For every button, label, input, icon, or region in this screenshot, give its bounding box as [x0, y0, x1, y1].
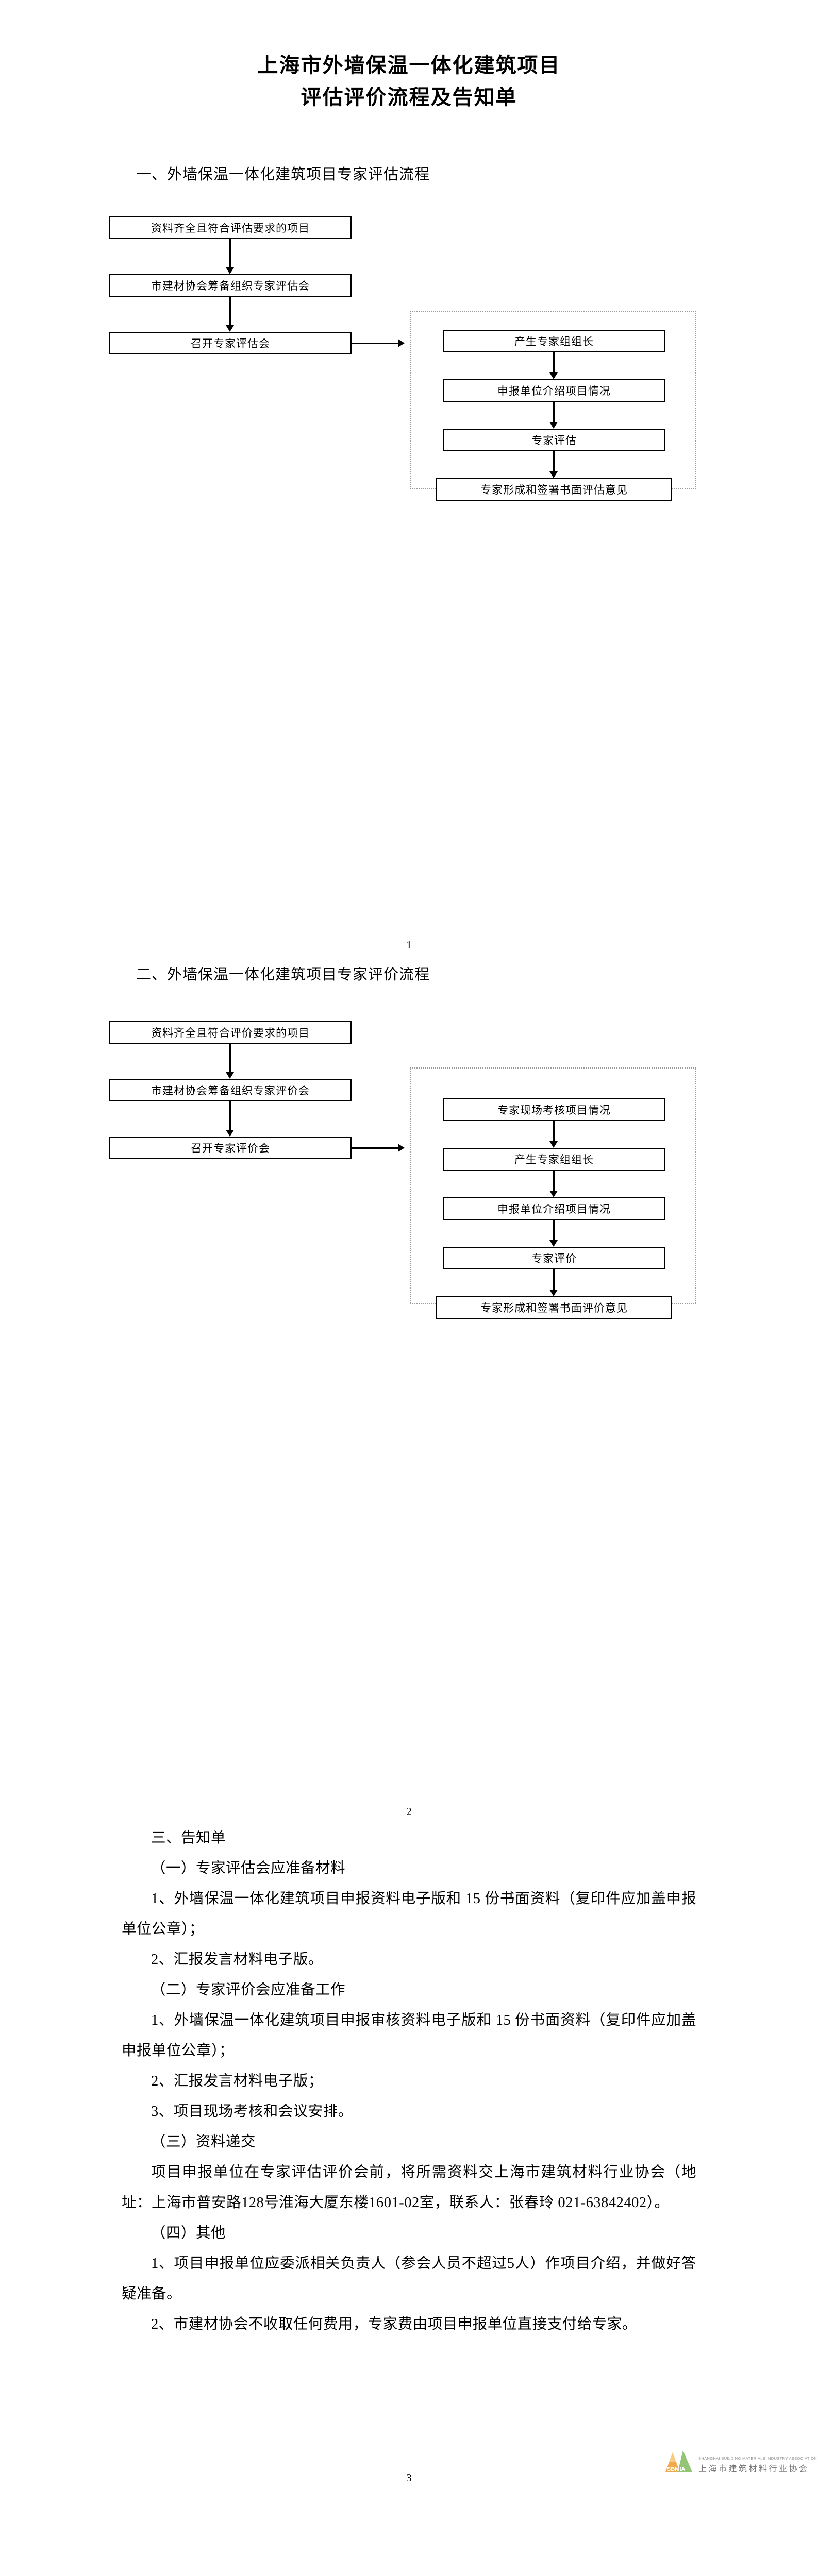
flow2-arrow-2	[226, 1129, 234, 1137]
flow1-arrow-2	[226, 325, 234, 332]
flow2-connector-2	[229, 1101, 231, 1131]
section-two-heading: 二、外墙保温一体化建筑项目专家评价流程	[136, 967, 430, 984]
logo-text-block: SHANGHAI BUILDING MATERIALS INDUSTRY ASS…	[698, 2456, 817, 2474]
section-one-heading: 一、外墙保温一体化建筑项目专家评估流程	[136, 166, 430, 183]
flow2-step-1: 资料齐全且符合评价要求的项目	[109, 1021, 352, 1044]
flow2-group-step-3: 申报单位介绍项目情况	[443, 1197, 665, 1220]
page-number-1: 1	[406, 939, 412, 952]
flow1-group-connector-1	[553, 352, 555, 375]
flow1-group-step-4: 专家形成和签署书面评估意见	[436, 478, 672, 501]
svg-text:SBMIA: SBMIA	[667, 2466, 686, 2472]
sub-one-heading: （一）专家评估会应准备材料	[151, 1860, 346, 1876]
flow2-arrow-1	[226, 1072, 234, 1079]
mountain-logo-icon: SBMIA	[662, 2449, 694, 2474]
flow1-group-arrow-1	[549, 372, 558, 380]
title-line-2: 评估评价流程及告知单	[301, 86, 517, 109]
page-number-3: 3	[406, 2471, 412, 2484]
flow2-group-connector-3	[553, 1219, 555, 1242]
sub-four-item-1: 1、项目申报单位应委派相关负责人（参会人员不超过5人）作项目介绍，并做好答疑准备…	[122, 2255, 696, 2302]
sub-two-item-1: 1、外墙保温一体化建筑项目申报审核资料电子版和 15 份书面资料（复印件应加盖申…	[122, 2012, 696, 2059]
flow1-step-3: 召开专家评估会	[109, 332, 352, 355]
flow2-step-3: 召开专家评价会	[109, 1136, 352, 1159]
section-three-heading: 三、告知单	[151, 1829, 226, 1846]
flow2-group-connector-2	[553, 1170, 555, 1192]
section-three: 三、告知单 （一）专家评估会应准备材料 1、外墙保温一体化建筑项目申报资料电子版…	[0, 1823, 818, 2340]
flowchart-expert-evaluation: 资料齐全且符合评价要求的项目 市建材协会筹备组织专家评价会 召开专家评价会 专家…	[0, 1007, 818, 1445]
sub-one-item-2: 2、汇报发言材料电子版。	[151, 1951, 323, 1968]
flowchart-expert-assessment: 资料齐全且符合评估要求的项目 市建材协会筹备组织专家评估会 召开专家评估会 产生…	[0, 202, 818, 563]
sub-four-heading: （四）其他	[151, 2225, 226, 2241]
flow2-group-step-5: 专家形成和签署书面评价意见	[436, 1296, 672, 1319]
flow1-arrow-1	[226, 267, 234, 275]
flow2-step-2: 市建材协会筹备组织专家评价会	[109, 1078, 352, 1101]
flow2-group-step-4: 专家评价	[443, 1246, 665, 1269]
flow1-group-connector-3	[553, 451, 555, 473]
flow2-group-arrow-1	[549, 1141, 558, 1148]
flow2-group-arrow-3	[549, 1240, 558, 1247]
logo-chinese-name: 上海市建筑材料行业协会	[698, 2464, 809, 2473]
flow2-group-step-1: 专家现场考核项目情况	[443, 1098, 665, 1121]
sub-three-heading: （三）资料递交	[151, 2133, 256, 2150]
sub-three-item-1: 项目申报单位在专家评估评价会前，将所需资料交上海市建筑材料行业协会（地址：上海市…	[122, 2164, 696, 2211]
flow2-group-arrow-4	[549, 1289, 558, 1296]
flow2-group-step-2: 产生专家组组长	[443, 1147, 665, 1171]
page-title: 上海市外墙保温一体化建筑项目 评估评价流程及告知单	[0, 0, 818, 113]
flow2-group-arrow-2	[549, 1190, 558, 1197]
flow1-connector-3	[352, 343, 399, 345]
title-line-1: 上海市外墙保温一体化建筑项目	[257, 54, 561, 77]
sub-four-item-2: 2、市建材协会不收取任何费用，专家费由项目申报单位直接支付给专家。	[151, 2316, 637, 2332]
flow1-group-step-1: 产生专家组组长	[443, 330, 665, 353]
flow2-group-connector-1	[553, 1121, 555, 1143]
flow1-step-1: 资料齐全且符合评估要求的项目	[109, 216, 352, 240]
flow2-arrow-3	[398, 1143, 405, 1152]
flow1-group-connector-2	[553, 402, 555, 424]
flow1-group-arrow-2	[549, 422, 558, 429]
flow2-group-connector-4	[553, 1269, 555, 1291]
flow1-connector-2	[229, 297, 231, 327]
flow1-group-step-3: 专家评估	[443, 429, 665, 452]
sub-two-heading: （二）专家评价会应准备工作	[151, 1981, 346, 1998]
flow1-group-arrow-3	[549, 471, 558, 479]
sub-one-item-1: 1、外墙保温一体化建筑项目申报资料电子版和 15 份书面资料（复印件应加盖申报单…	[122, 1890, 696, 1937]
association-logo: SBMIA SHANGHAI BUILDING MATERIALS INDUST…	[662, 2449, 817, 2474]
logo-english-name: SHANGHAI BUILDING MATERIALS INDUSTRY ASS…	[698, 2455, 817, 2461]
flow1-step-2: 市建材协会筹备组织专家评估会	[109, 274, 352, 297]
flow1-arrow-3	[398, 339, 405, 348]
sub-two-item-2: 2、汇报发言材料电子版；	[151, 2073, 323, 2089]
document-page: 上海市外墙保温一体化建筑项目 评估评价流程及告知单 一、外墙保温一体化建筑项目专…	[0, 0, 818, 2484]
sub-two-item-3: 3、项目现场考核和会议安排。	[151, 2103, 353, 2120]
flow2-connector-1	[229, 1043, 231, 1074]
flow2-connector-3	[352, 1147, 399, 1149]
flow1-group-step-2: 申报单位介绍项目情况	[443, 379, 665, 402]
page-number-2: 2	[406, 1805, 412, 1818]
flow1-connector-1	[229, 239, 231, 269]
